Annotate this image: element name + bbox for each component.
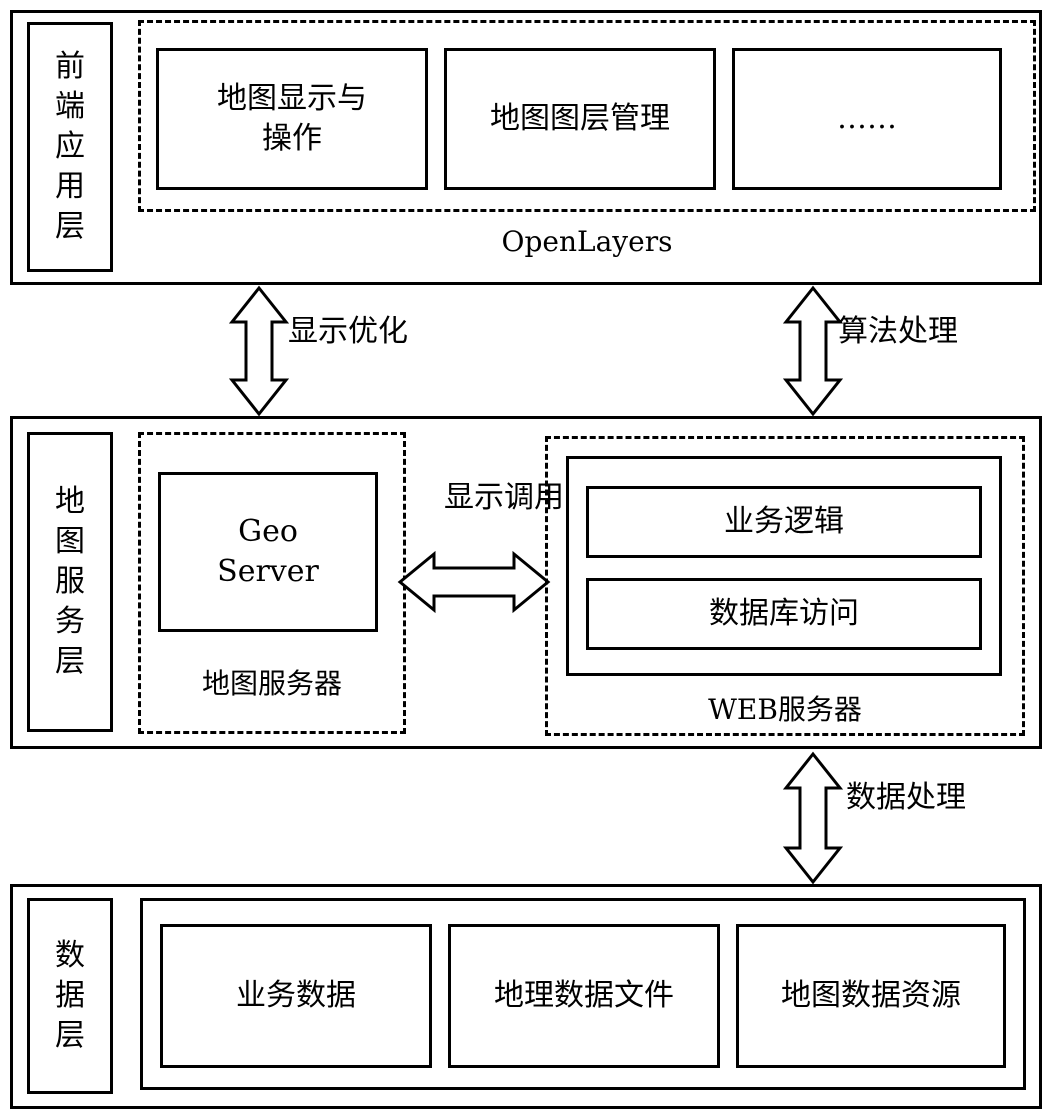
data-group [140, 898, 1026, 1090]
more-label: …… [837, 101, 897, 136]
display-call-arrow [397, 550, 551, 614]
business-logic-label: 业务逻辑 [724, 504, 844, 539]
layer-management-box: 地图图层管理 [444, 48, 716, 190]
business-logic-box: 业务逻辑 [586, 486, 982, 558]
web-server-caption: WEB服务器 [708, 693, 862, 726]
data-processing-label: 数据处理 [846, 780, 966, 815]
web-server-inner [566, 456, 1002, 676]
db-access-label: 数据库访问 [709, 596, 859, 631]
geoserver-box: Geo Server [158, 472, 378, 632]
algorithm-arrow [782, 285, 844, 417]
service-layer-label-box: 地图服务层 [27, 432, 113, 732]
data-layer-label-box: 数据层 [27, 898, 113, 1094]
service-layer-label: 地图服务层 [55, 484, 85, 679]
map-display-box: 地图显示与操作 [156, 48, 428, 190]
business-data-box: 业务数据 [160, 924, 432, 1068]
frontend-layer [10, 10, 1042, 285]
data-processing-arrow [782, 751, 844, 885]
geoserver-label: Geo Server [217, 514, 319, 589]
map-data-resource-box: 地图数据资源 [736, 924, 1006, 1068]
business-data-label: 业务数据 [236, 978, 356, 1013]
map-server-caption: 地图服务器 [201, 667, 342, 700]
data-layer-label: 数据层 [55, 938, 85, 1053]
display-optimize-arrow [228, 285, 290, 417]
geo-data-file-box: 地理数据文件 [448, 924, 720, 1068]
more-box: …… [732, 48, 1002, 190]
data-layer [10, 884, 1042, 1109]
frontend-layer-label: 前端应用层 [55, 49, 85, 244]
db-access-box: 数据库访问 [586, 578, 982, 650]
layer-management-label: 地图图层管理 [490, 101, 670, 136]
openlayers-caption: OpenLayers [501, 225, 673, 258]
openlayers-group [138, 20, 1036, 212]
display-optimize-label: 显示优化 [288, 314, 408, 349]
service-layer [10, 416, 1042, 749]
frontend-layer-label-box: 前端应用层 [27, 22, 113, 272]
algorithm-label: 算法处理 [838, 314, 958, 349]
geo-data-file-label: 地理数据文件 [494, 978, 674, 1013]
display-call-label: 显示调用 [444, 480, 564, 515]
web-server-group [545, 436, 1025, 736]
map-data-resource-label: 地图数据资源 [781, 978, 961, 1013]
map-display-label: 地图显示与操作 [217, 81, 367, 156]
